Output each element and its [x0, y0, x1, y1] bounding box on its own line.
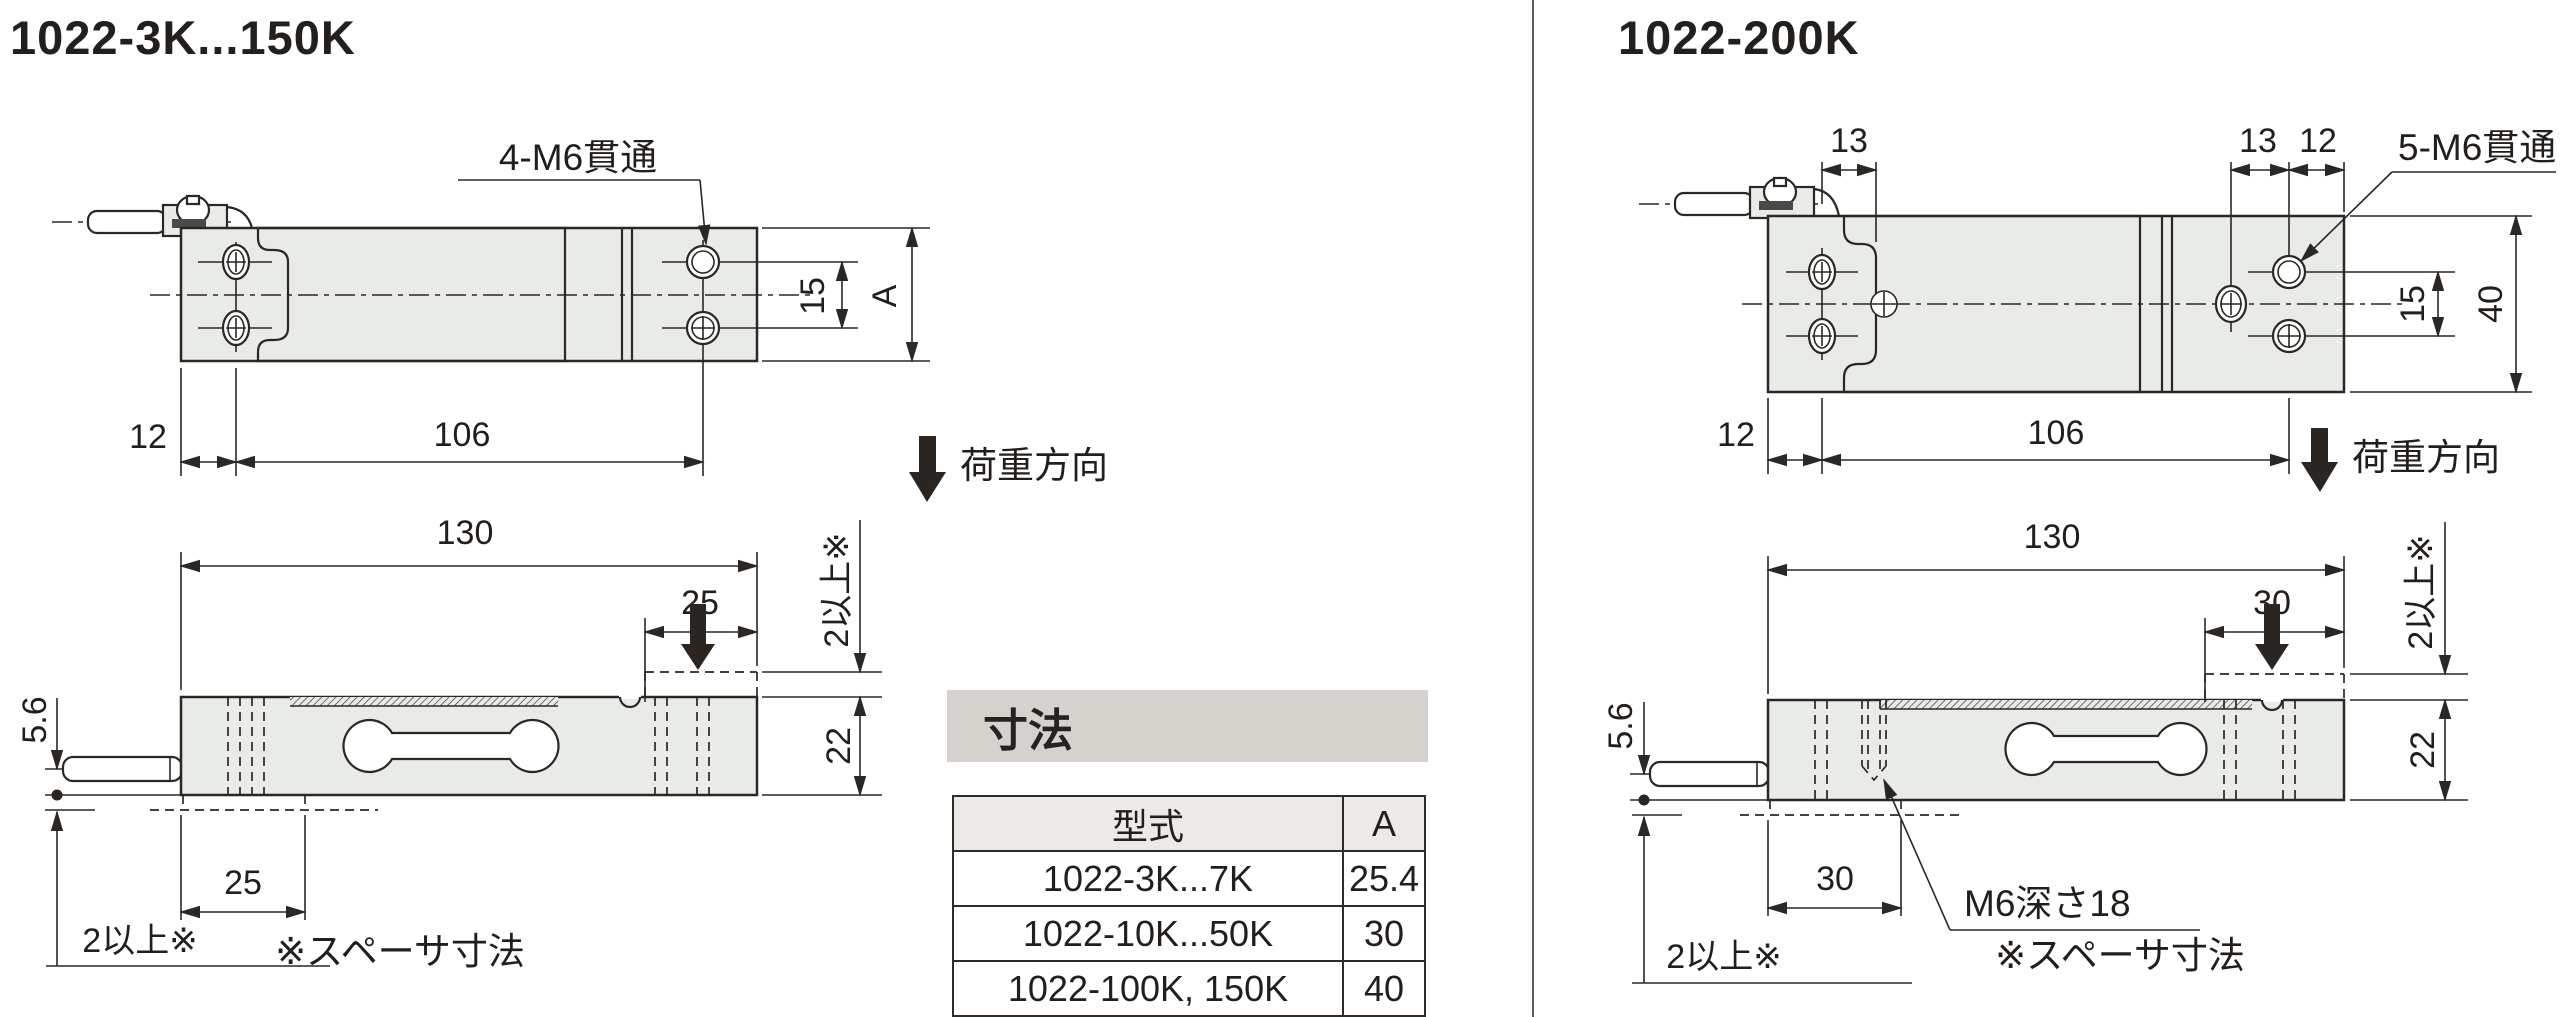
dim-130: 130 — [437, 514, 494, 552]
dim-30-bottom: 30 — [1816, 860, 1854, 898]
load-surface-hatch — [1880, 700, 2252, 709]
table-header-row: 型式 A — [952, 795, 1426, 852]
table-row: 1022-3K...7K 25.4 — [952, 850, 1426, 907]
dim-25-bottom: 25 — [224, 864, 262, 902]
load-arrow-icon — [919, 436, 936, 472]
dims-left-side: 5.6 2以上※ — [16, 696, 330, 967]
dims-right-side: 2以上※ 22 — [762, 520, 882, 797]
left-load-direction: 荷重方向 — [909, 436, 1108, 502]
right-side-view: 130 30 2以上※ 22 5.6 — [1602, 518, 2468, 984]
flexure-cutout — [2004, 721, 2208, 777]
col-header-a: A — [1342, 795, 1426, 852]
right-load-direction: 荷重方向 — [2301, 428, 2500, 492]
dims-bottom: 12 106 — [1717, 398, 2291, 474]
dim-15: 15 — [2394, 285, 2432, 323]
dim-12-top: 12 — [2299, 122, 2337, 160]
a-cell: 30 — [1342, 905, 1426, 962]
hidden-holes — [1814, 700, 2296, 800]
a-cell: 40 — [1342, 960, 1426, 1017]
dim-A: A — [866, 284, 904, 307]
dim-40: 40 — [2472, 285, 2510, 323]
a-cell: 25.4 — [1342, 850, 1426, 907]
m6-hole-icon — [685, 244, 721, 346]
mount-screw-icon — [1807, 253, 1837, 355]
dim-13-left: 13 — [1830, 122, 1868, 160]
notch — [618, 696, 642, 709]
dims-right-side: 2以上※ 22 — [2350, 522, 2468, 802]
left-drawing-title: 1022-3K...150K — [10, 11, 356, 64]
left-top-view: 4-M6貫通 12 106 15 A — [52, 137, 930, 476]
bolt-label: 4-M6貫通 — [499, 137, 657, 178]
model-cell: 1022-10K...50K — [952, 905, 1344, 962]
dim-2min-right: 2以上※ — [2402, 534, 2440, 649]
dims-top: 13 13 12 — [1820, 122, 2346, 242]
dim-13: 13 — [2239, 122, 2277, 160]
bolt-label: 5-M6貫通 — [2398, 127, 2556, 168]
dims-right: 15 40 — [2350, 214, 2532, 394]
table-title: 寸法 — [983, 704, 1074, 756]
load-point-arrow-icon — [2264, 604, 2280, 644]
dim-5-6: 5.6 — [1602, 702, 1640, 749]
panel-divider — [1532, 0, 1534, 1017]
spacer-note: ※スペーサ寸法 — [1995, 935, 2245, 976]
dim-15: 15 — [794, 277, 832, 315]
dims-bottom: 12 106 — [129, 368, 705, 476]
col-header-model: 型式 — [952, 795, 1344, 852]
dim-2min-bottom: 2以上※ — [82, 922, 197, 960]
right-drawing-title: 1022-200K — [1618, 11, 1860, 64]
hidden-holes — [227, 697, 710, 795]
cable-gland-icon — [1639, 176, 1841, 220]
spacer-outline — [45, 671, 758, 811]
table-title-bar: 寸法 — [947, 690, 1428, 762]
table-row: 1022-10K...50K 30 — [952, 905, 1426, 962]
mount-screw-icon — [221, 243, 251, 347]
m6-hole-icon — [2214, 254, 2307, 354]
dim-2min-bottom: 2以上※ — [1666, 938, 1781, 976]
dims-left-side: 5.6 2以上※ — [1602, 702, 1912, 984]
right-top-view: 13 13 12 5-M6貫通 15 40 — [1639, 122, 2556, 474]
flexure-cutout — [342, 718, 560, 774]
body-outline — [1766, 698, 2346, 802]
table-row: 1022-100K, 150K 40 — [952, 960, 1426, 1017]
reference-dot — [1638, 794, 1650, 806]
dim-12: 12 — [1717, 416, 1755, 454]
hatch-area — [1842, 214, 2142, 394]
notch — [2260, 699, 2284, 712]
load-direction-label: 荷重方向 — [960, 445, 1108, 486]
dim-106: 106 — [2028, 414, 2085, 452]
load-surface-hatch — [290, 697, 558, 706]
model-cell: 1022-100K, 150K — [952, 960, 1344, 1017]
dims-right: 15 A — [762, 226, 930, 363]
dim-2min-right: 2以上※ — [818, 532, 856, 647]
dim-12: 12 — [129, 418, 167, 456]
load-point-arrow-icon — [690, 604, 706, 644]
model-cell: 1022-3K...7K — [952, 850, 1344, 907]
dimensions-table: 型式 A 1022-3K...7K 25.4 1022-10K...50K 30… — [952, 795, 1426, 1017]
load-direction-label: 荷重方向 — [2352, 437, 2500, 478]
load-arrow-icon — [2311, 428, 2328, 462]
dim-130: 130 — [2024, 518, 2081, 556]
dim-22: 22 — [2404, 731, 2442, 769]
dim-22: 22 — [820, 727, 858, 765]
hatch-area — [256, 226, 567, 363]
tap-callout: M6深さ18 — [1883, 778, 2200, 931]
dim-5-6: 5.6 — [16, 696, 54, 743]
tap-label: M6深さ18 — [1964, 883, 2131, 924]
tapped-hole-hidden — [1861, 700, 1887, 782]
dim-106: 106 — [434, 416, 491, 454]
spacer-note: ※スペーサ寸法 — [275, 931, 525, 972]
reference-dot — [51, 789, 63, 801]
left-side-view: 130 25 2以上※ 22 5.6 — [16, 514, 882, 972]
bolt-callout: 4-M6貫通 — [458, 137, 711, 246]
bolt-callout: 5-M6貫通 — [2299, 127, 2556, 263]
